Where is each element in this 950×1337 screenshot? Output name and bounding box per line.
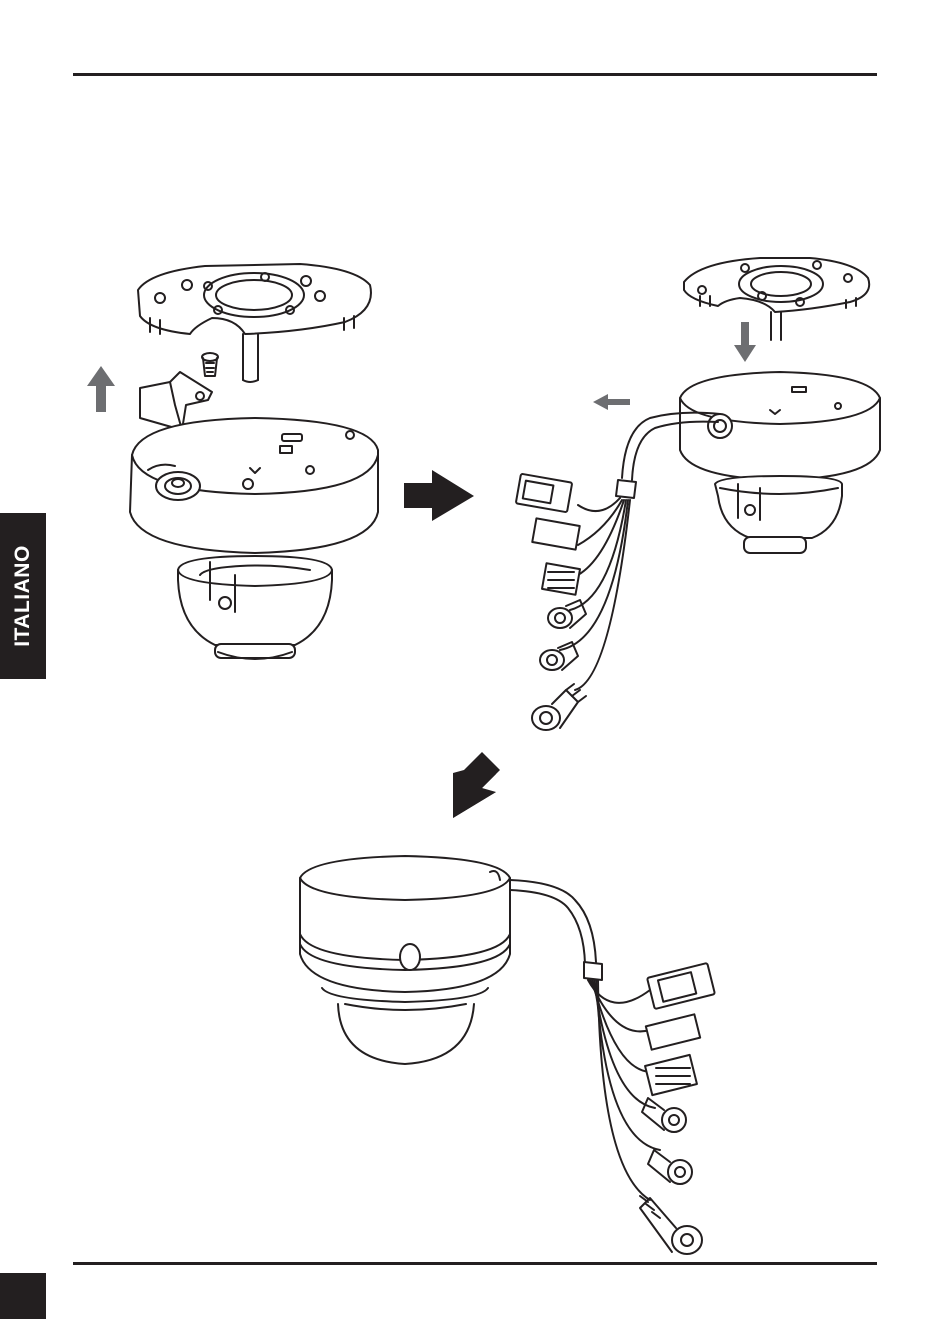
arrow-down-left-icon — [453, 752, 500, 818]
arrow-down-icon — [734, 322, 756, 362]
step1-camera-disassembly-icon — [130, 264, 378, 659]
step2-camera-cable-routing-icon — [516, 258, 880, 730]
step3-camera-assembled-icon — [300, 856, 715, 1254]
arrow-up-icon — [87, 366, 115, 412]
arrow-right-icon — [404, 470, 474, 521]
arrow-left-icon — [593, 394, 630, 410]
